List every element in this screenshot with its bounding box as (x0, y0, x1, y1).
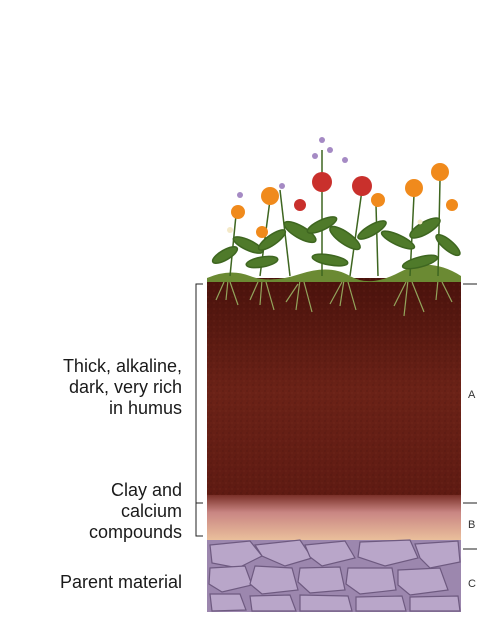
horizon-a-letter: A (468, 389, 475, 401)
horizon-b-layer (207, 495, 461, 545)
bracket-b (196, 503, 203, 536)
horizon-c-letter: C (468, 578, 476, 590)
bracket-a (196, 284, 203, 503)
plant-foliage (210, 150, 462, 276)
horizon-b-letter: B (468, 519, 475, 531)
horizon-c-layer (207, 540, 461, 612)
ground-surface (207, 265, 461, 282)
horizon-ticks (463, 284, 477, 549)
horizon-a-texture (207, 278, 461, 505)
horizon-brackets (196, 284, 203, 536)
horizon-b-description: Clay and calcium compounds (89, 480, 182, 543)
horizon-a-description: Thick, alkaline, dark, very rich in humu… (63, 356, 182, 419)
horizon-c-description: Parent material (60, 572, 182, 593)
